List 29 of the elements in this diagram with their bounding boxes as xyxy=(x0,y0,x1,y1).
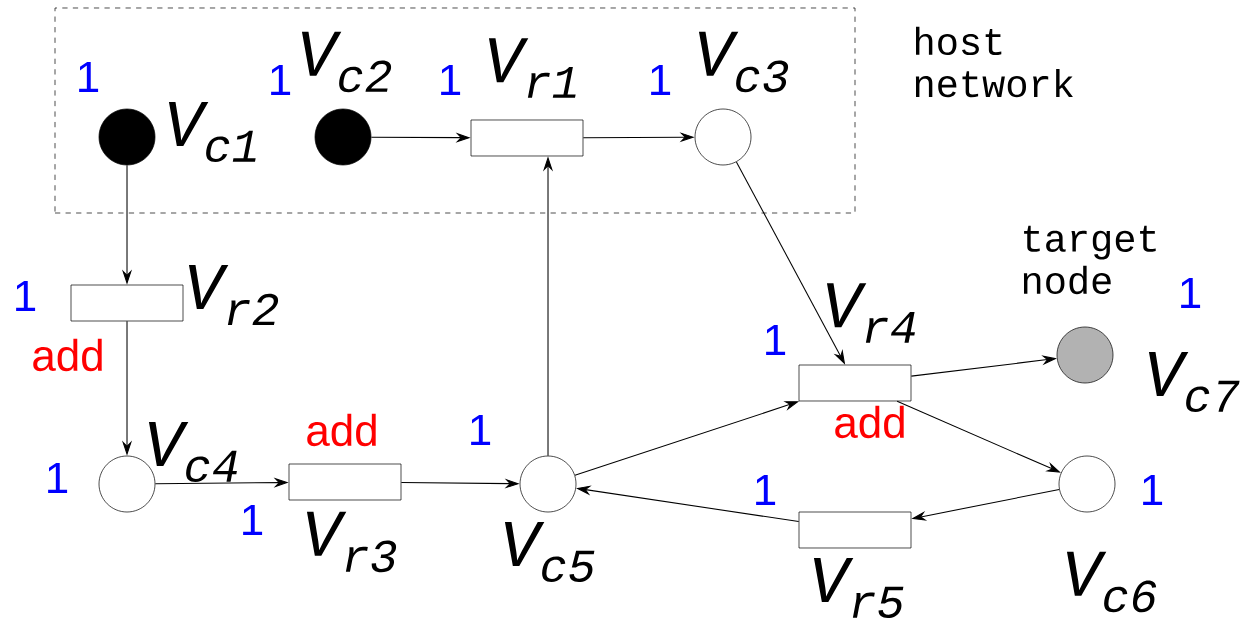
node-label: V$_{r1}$ xyxy=(488,38,576,98)
token-count: 1 xyxy=(243,504,263,536)
token-count: 1 xyxy=(1181,277,1201,309)
node-label: V$_{c6}$ xyxy=(1066,551,1157,613)
token-count: 1 xyxy=(271,64,291,96)
token-count: 1 xyxy=(651,64,671,96)
token-count: 1 xyxy=(756,474,776,506)
token-count: 1 xyxy=(79,61,99,93)
node-label: V$_{r2}$ xyxy=(188,264,279,326)
node-label: V$_{r5}$ xyxy=(813,557,904,619)
operation-label: add xyxy=(33,338,102,372)
node-label: V$_{c2}$ xyxy=(301,31,392,93)
node-label: V$_{c4}$ xyxy=(148,421,237,483)
token-count: 1 xyxy=(441,64,461,96)
node-label: V$_{r3}$ xyxy=(306,511,397,573)
token-count: 1 xyxy=(471,414,491,446)
group-label: host network xyxy=(915,26,1073,98)
token-count: 1 xyxy=(16,280,36,312)
token-count: 1 xyxy=(48,462,68,494)
node-label: V$_{c5}$ xyxy=(504,521,595,583)
node-label: V$_{c3}$ xyxy=(698,31,789,93)
token-count: 1 xyxy=(766,324,786,356)
operation-label: add xyxy=(307,413,376,447)
node-label: V$_{r4}$ xyxy=(826,283,915,343)
token-count: 1 xyxy=(1143,474,1163,506)
node-label: V$_{c1}$ xyxy=(168,101,256,163)
operation-label: add xyxy=(835,405,904,439)
group-label: target node xyxy=(1023,225,1156,295)
node-label: V$_{c7}$ xyxy=(1148,351,1240,413)
